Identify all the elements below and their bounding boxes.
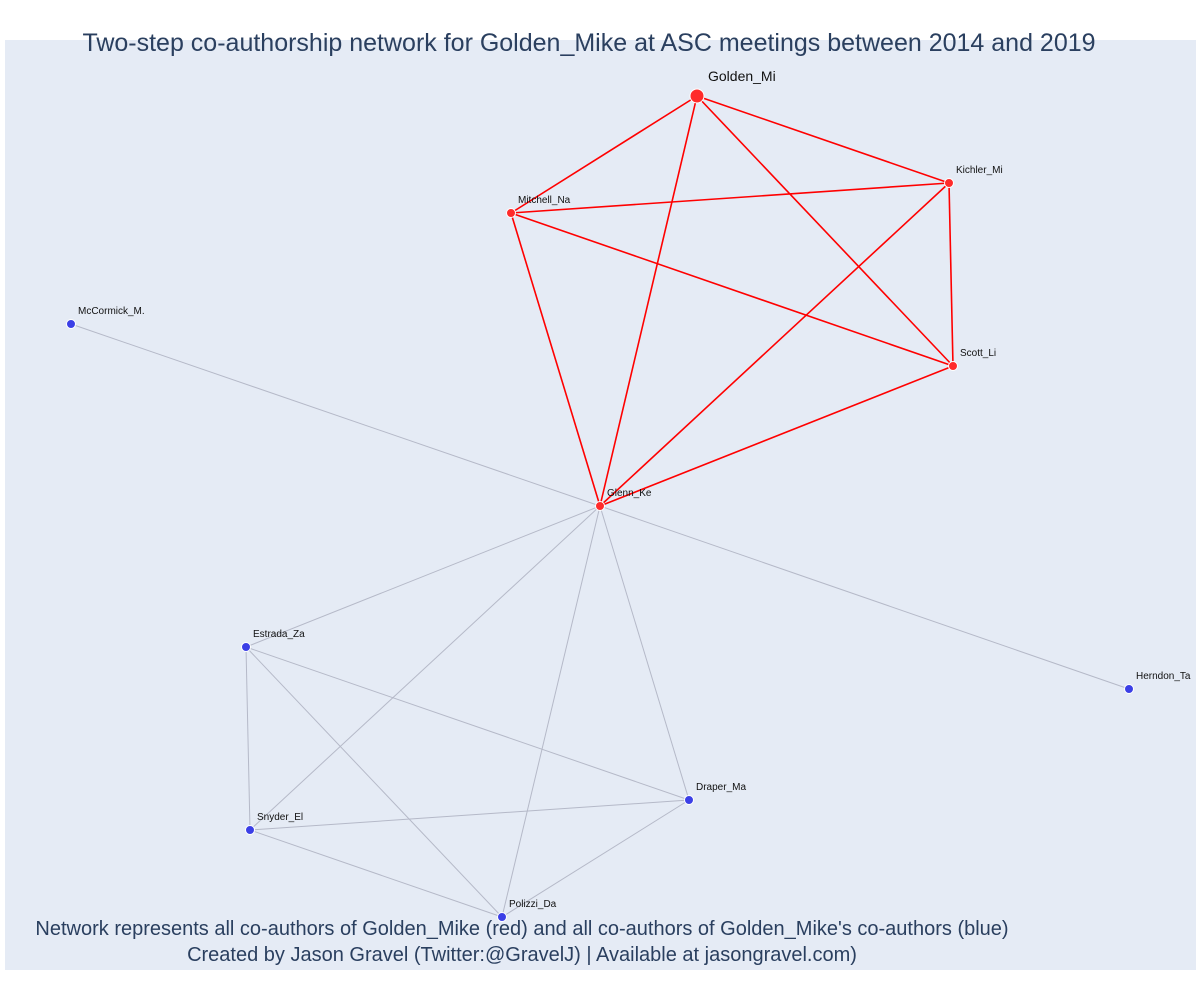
edge-Kichler_Mi-Glenn_Ke xyxy=(599,182,950,507)
edge-Snyder_El-Draper_Ma xyxy=(249,799,690,831)
edge-Mitchell_Na-Glenn_Ke xyxy=(510,212,601,507)
edge-Golden_Mi-Mitchell_Na xyxy=(510,95,698,214)
node-Polizzi_Da[interactable] xyxy=(497,912,507,922)
edge-Snyder_El-Polizzi_Da xyxy=(249,829,503,918)
node-Herndon_Ta[interactable] xyxy=(1124,684,1134,694)
node-label-Herndon_Ta: Herndon_Ta xyxy=(1136,671,1191,682)
edge-Glenn_Ke-Herndon_Ta xyxy=(599,505,1130,690)
node-Mitchell_Na[interactable] xyxy=(506,208,516,218)
edge-Mitchell_Na-Kichler_Mi xyxy=(510,182,950,214)
edge-Estrada_Za-Draper_Ma xyxy=(245,646,690,801)
node-Glenn_Ke[interactable] xyxy=(595,501,605,511)
node-Kichler_Mi[interactable] xyxy=(944,178,954,188)
node-label-Draper_Ma: Draper_Ma xyxy=(696,782,746,793)
node-label-Glenn_Ke: Glenn_Ke xyxy=(607,488,652,499)
node-label-Mitchell_Na: Mitchell_Na xyxy=(518,195,571,206)
edge-Estrada_Za-Snyder_El xyxy=(245,646,251,831)
node-Snyder_El[interactable] xyxy=(245,825,255,835)
node-label-Snyder_El: Snyder_El xyxy=(257,812,303,823)
edges-layer xyxy=(70,95,1130,918)
nodes-layer xyxy=(66,88,1134,922)
edge-Kichler_Mi-Scott_Li xyxy=(948,182,954,367)
edge-Mitchell_Na-Scott_Li xyxy=(510,212,954,367)
edge-Glenn_Ke-McCormick_M. xyxy=(70,323,601,507)
node-Scott_Li[interactable] xyxy=(948,361,958,371)
edge-Golden_Mi-Kichler_Mi xyxy=(696,95,950,184)
node-label-Polizzi_Da: Polizzi_Da xyxy=(509,899,557,910)
node-Estrada_Za[interactable] xyxy=(241,642,251,652)
edge-Scott_Li-Glenn_Ke xyxy=(599,365,954,507)
node-Golden_Mi[interactable] xyxy=(689,88,705,104)
node-McCormick_M.[interactable] xyxy=(66,319,76,329)
node-label-McCormick_M.: McCormick_M. xyxy=(78,306,145,317)
edge-Glenn_Ke-Estrada_Za xyxy=(245,505,601,648)
chart-title: Two-step co-authorship network for Golde… xyxy=(82,29,1096,57)
edge-Golden_Mi-Scott_Li xyxy=(696,95,954,367)
node-label-Scott_Li: Scott_Li xyxy=(960,348,996,359)
edge-Draper_Ma-Polizzi_Da xyxy=(501,799,690,918)
edge-Estrada_Za-Polizzi_Da xyxy=(245,646,503,918)
edge-Glenn_Ke-Snyder_El xyxy=(249,505,601,831)
node-Draper_Ma[interactable] xyxy=(684,795,694,805)
caption-credit: Created by Jason Gravel (Twitter:@Gravel… xyxy=(187,944,857,966)
node-label-Golden_Mi: Golden_Mi xyxy=(708,68,776,84)
edge-Glenn_Ke-Polizzi_Da xyxy=(501,505,601,918)
edge-Glenn_Ke-Draper_Ma xyxy=(599,505,690,801)
caption-description: Network represents all co-authors of Gol… xyxy=(35,918,1009,940)
node-label-Kichler_Mi: Kichler_Mi xyxy=(956,165,1003,176)
edge-Golden_Mi-Glenn_Ke xyxy=(599,95,698,507)
node-label-Estrada_Za: Estrada_Za xyxy=(253,629,305,640)
